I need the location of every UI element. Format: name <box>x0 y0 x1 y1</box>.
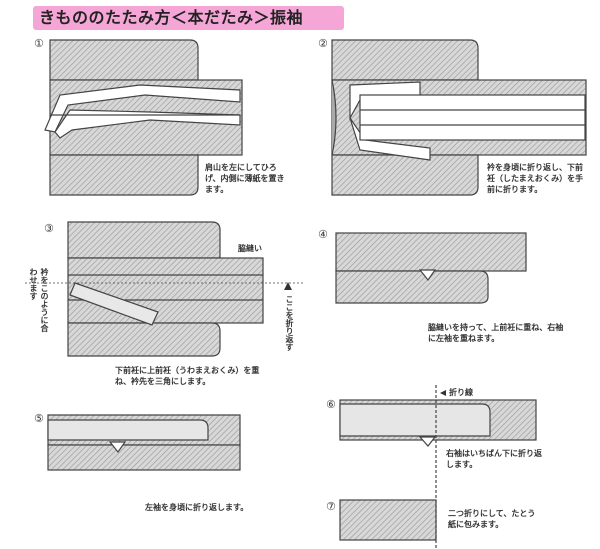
step3-side-seam-label: 脇縫い <box>238 244 262 253</box>
step5-number: ⑤ <box>34 412 44 425</box>
step7-number: ⑦ <box>326 500 336 513</box>
step3-caption: 下前衽に上前衽（うわまえおくみ）を重ね、衿先を三角にします。 <box>115 366 260 386</box>
step4-number: ④ <box>318 228 328 241</box>
step6-number: ⑥ <box>326 398 336 411</box>
step2-kimono-drawing <box>331 39 587 196</box>
step3-kimono-drawing <box>25 221 305 357</box>
step3-collar-label: 衿をこのように合わせます <box>29 268 49 332</box>
page-title: きもののたたみ方＜本だたみ＞振袖 <box>33 6 344 30</box>
step6-fold-line-label: 折り線 <box>449 388 473 397</box>
step7-caption: 二つ折りにして、たとう紙に包みます。 <box>448 509 536 529</box>
step5-kimono-drawing <box>47 414 241 471</box>
step7-kimono-drawing <box>339 499 437 541</box>
step3-number: ③ <box>44 222 54 235</box>
step1-caption: 肩山を左にしてひろげ、内側に薄紙を置きます。 <box>205 163 285 194</box>
step3-fold-label: ここを折り返す <box>285 295 294 351</box>
step4-kimono-drawing <box>335 232 527 304</box>
step4-caption: 脇縫いを持って、上前衽に重ね、右袖に左袖を重ねます。 <box>428 323 564 343</box>
step1-kimono-drawing <box>44 39 243 196</box>
step6-caption: 右袖はいちばん下に折り返します。 <box>446 449 542 469</box>
step2-number: ② <box>318 37 328 50</box>
step2-caption: 衿を身頃に折り返し、下前衽（したまえおくみ）を手前に折ります。 <box>487 163 584 194</box>
step6-kimono-drawing <box>339 399 537 447</box>
step5-caption: 左袖を身頃に折り返します。 <box>145 503 249 512</box>
step1-number: ① <box>34 37 44 50</box>
